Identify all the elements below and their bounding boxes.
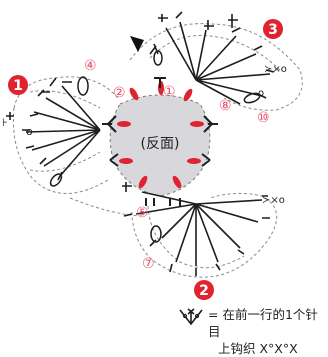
section-2-stitch-x: ≻×o (262, 195, 285, 206)
svg-text:3: 3 (268, 22, 278, 38)
section-1-o-mark: o (26, 125, 33, 138)
step-1: ① (163, 84, 176, 100)
step-10: ⑩ (257, 110, 270, 126)
section-3-chain-loop-2 (243, 92, 261, 104)
step-8: ⑧ (219, 98, 232, 114)
section-number-2: 2 (194, 280, 214, 300)
legend-line-1: = 在前一行的1个针目 (208, 307, 318, 339)
step-2: ② (113, 85, 126, 101)
section-2-chain-loop (150, 225, 162, 243)
svg-text:1: 1 (13, 78, 23, 94)
red-markers (117, 81, 204, 189)
inner-stitches (102, 77, 218, 206)
step-numbers: ④ ② ① ⑧ ⑩ ⑤ ⑦ (84, 58, 270, 272)
section-3-chain-loop (153, 50, 163, 66)
step-7: ⑦ (142, 256, 155, 272)
black-triangle-icon (130, 36, 144, 52)
section-1-stitches (6, 77, 101, 181)
section-1-chain-loop (77, 76, 89, 96)
step-5: ⑤ (136, 205, 149, 221)
section-2-stitches (122, 182, 270, 276)
section-3-stitch-o: o (258, 88, 264, 99)
section-number-3: 3 (263, 19, 283, 39)
center-label: (反面) (141, 136, 180, 152)
svg-text:2: 2 (199, 283, 209, 299)
step-4: ④ (84, 58, 97, 74)
center-motif: (反面) (102, 77, 218, 206)
legend-symbol-icon (179, 308, 203, 326)
section-3-stitches (149, 11, 275, 105)
legend-line-2: 上钩织 X°X°X (218, 341, 298, 356)
section-number-1: 1 (8, 75, 28, 95)
section-1-edge-mark: ⊦ (2, 116, 8, 129)
legend: = 在前一行的1个针目 上钩织 X°X°X (208, 306, 326, 357)
section-3-stitch-x: ≻×o (264, 64, 287, 75)
section-1-chain-loop-2 (49, 173, 63, 187)
